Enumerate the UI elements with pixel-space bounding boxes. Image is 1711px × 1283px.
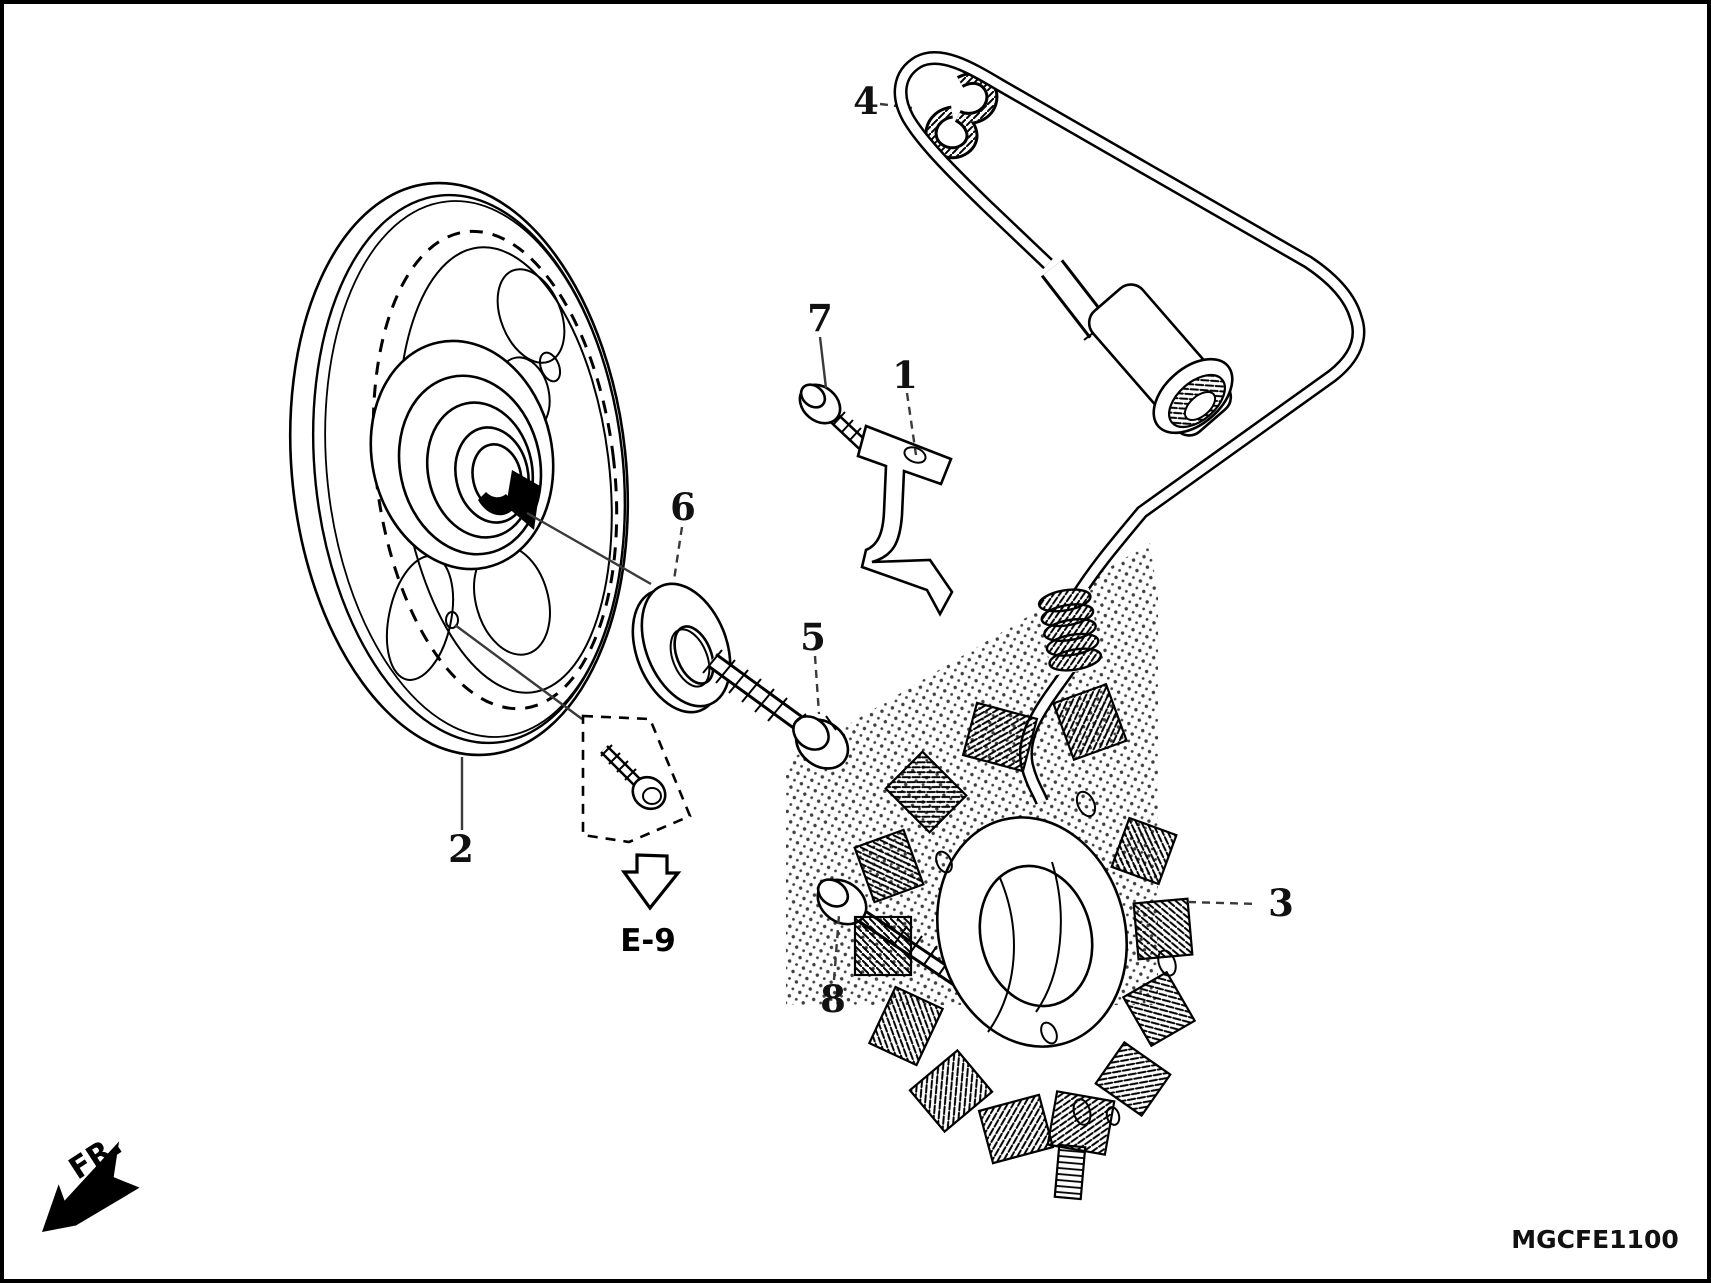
callout-8: 8	[820, 977, 846, 1021]
callout-3: 3	[1268, 881, 1294, 925]
flywheel-rotor	[288, 181, 630, 757]
wire-bracket	[856, 424, 954, 617]
wire-clip	[924, 71, 999, 160]
reference-arrow-down	[620, 853, 682, 911]
washer	[631, 582, 732, 714]
diagram-code: MGCFE1100	[1511, 1225, 1678, 1254]
flange-bolt-large	[702, 649, 850, 770]
e9-reference-box: E-9	[581, 714, 692, 959]
front-arrow	[42, 1141, 140, 1232]
stator	[853, 682, 1197, 1201]
flywheel-hub	[369, 339, 555, 571]
torx-screw	[600, 744, 667, 811]
callout-4: 4	[853, 79, 879, 123]
callout-2: 2	[448, 827, 474, 871]
section-ref-label: E-9	[620, 923, 676, 959]
callout-7: 7	[807, 296, 833, 340]
callout-6: 6	[670, 485, 696, 529]
callout-1: 1	[892, 353, 918, 397]
harness-spiral-wrap	[1037, 588, 1103, 676]
harness-connector	[1040, 259, 1234, 437]
callout-5: 5	[800, 615, 826, 659]
stator-coils	[853, 682, 1197, 1201]
